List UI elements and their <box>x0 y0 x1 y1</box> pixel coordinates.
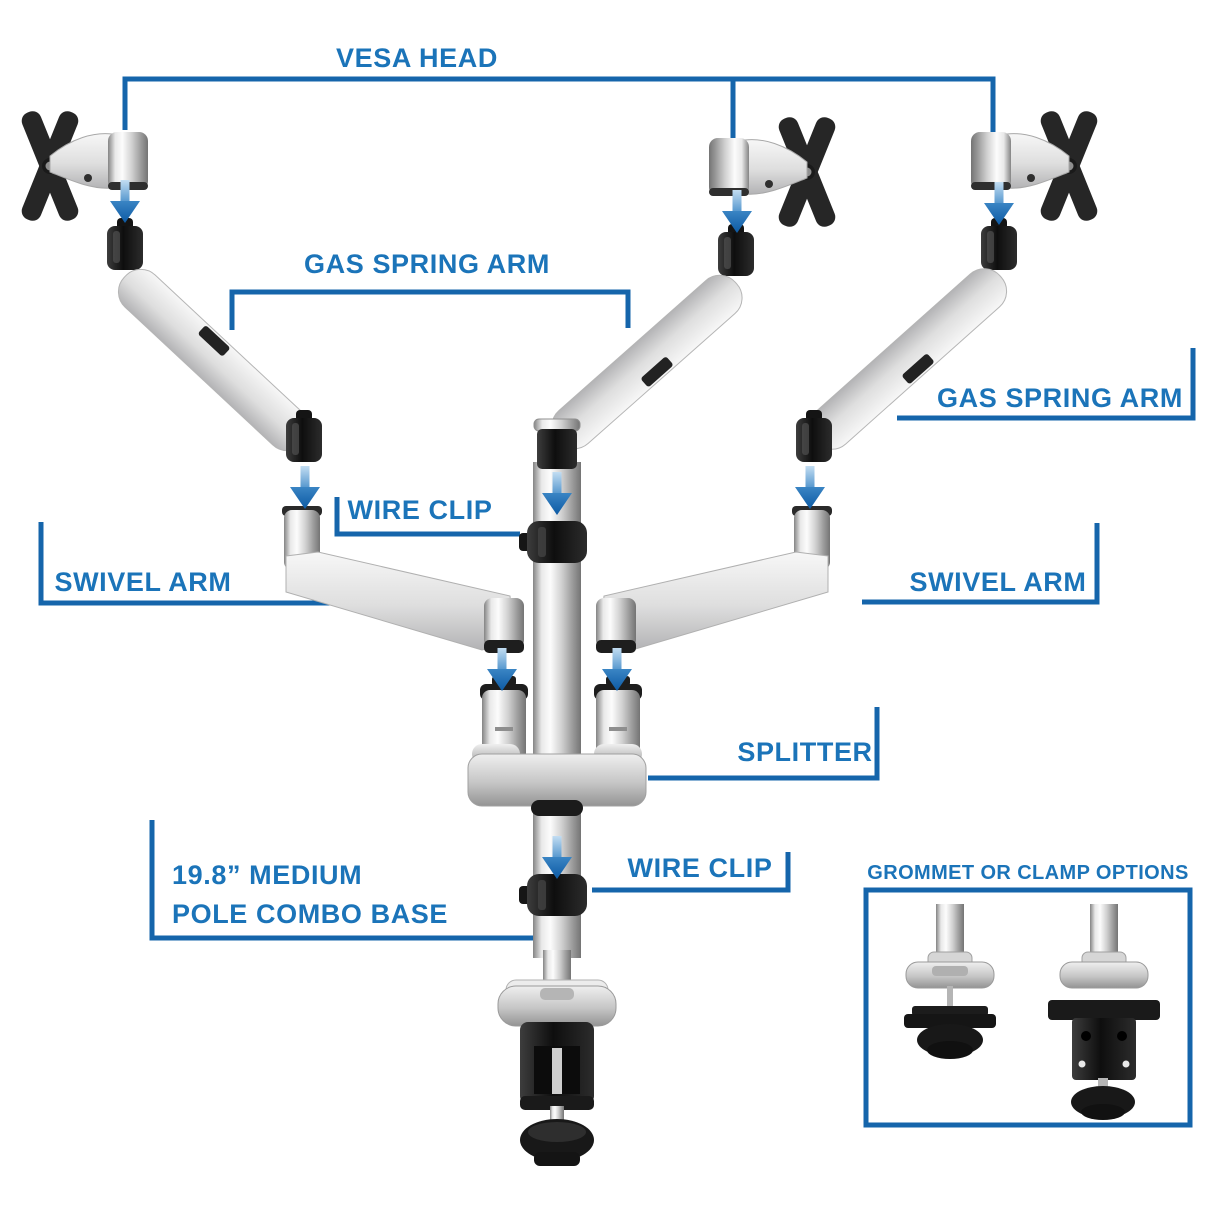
arm-top-socket-center <box>718 224 754 276</box>
options-box-border <box>863 887 1193 1128</box>
label-swivel-arm-right: SWIVEL ARM <box>909 567 1087 597</box>
label-pole-combo-base-line1: 19.8” MEDIUM <box>172 860 363 890</box>
wire-clip-upper-part <box>519 521 587 563</box>
down-arrow-icon <box>290 466 320 509</box>
label-gas-spring-arm-left: GAS SPRING ARM <box>304 249 550 279</box>
callout-line-splitter <box>648 707 880 781</box>
arm-top-socket-left <box>107 218 143 270</box>
label-pole-combo-base: 19.8” MEDIUM POLE COMBO BASE <box>172 856 448 934</box>
down-arrow-icon <box>722 190 752 233</box>
label-vesa-head: VESA HEAD <box>336 43 498 73</box>
clamp-option-photo <box>1048 904 1160 1120</box>
down-arrow-icon <box>795 466 825 509</box>
callout-line-pole-combo-base <box>149 820 533 941</box>
callout-line-swivel-arm-left <box>38 522 336 606</box>
gas-spring-arm-right <box>808 268 1008 450</box>
callout-line-gas-spring-arm-left <box>229 289 631 330</box>
label-wire-clip-lower: WIRE CLIP <box>627 853 773 883</box>
callout-line-wire-clip-lower <box>592 852 791 893</box>
callout-line-swivel-arm-right <box>862 523 1100 605</box>
label-gas-spring-arm-right: GAS SPRING ARM <box>937 383 1183 413</box>
label-splitter: SPLITTER <box>737 737 873 767</box>
splitter-part <box>467 676 647 816</box>
swivel-arm-left-part <box>282 506 524 653</box>
base-clamp-part <box>497 979 617 1166</box>
label-pole-combo-base-line2: POLE COMBO BASE <box>172 899 449 929</box>
callout-line-wire-clip-upper <box>334 497 520 537</box>
grommet-option-photo <box>904 904 996 1059</box>
label-wire-clip-upper: WIRE CLIP <box>347 495 493 525</box>
wire-clip-lower-part <box>519 874 587 916</box>
label-swivel-arm-left: SWIVEL ARM <box>54 567 232 597</box>
callout-line-gas-spring-arm-right <box>897 348 1196 421</box>
arm-top-socket-right <box>981 218 1017 270</box>
label-options-box-title: GROMMET OR CLAMP OPTIONS <box>867 862 1189 884</box>
callout-line-vesa-head <box>122 76 996 140</box>
swivel-arm-right-part <box>596 506 832 653</box>
